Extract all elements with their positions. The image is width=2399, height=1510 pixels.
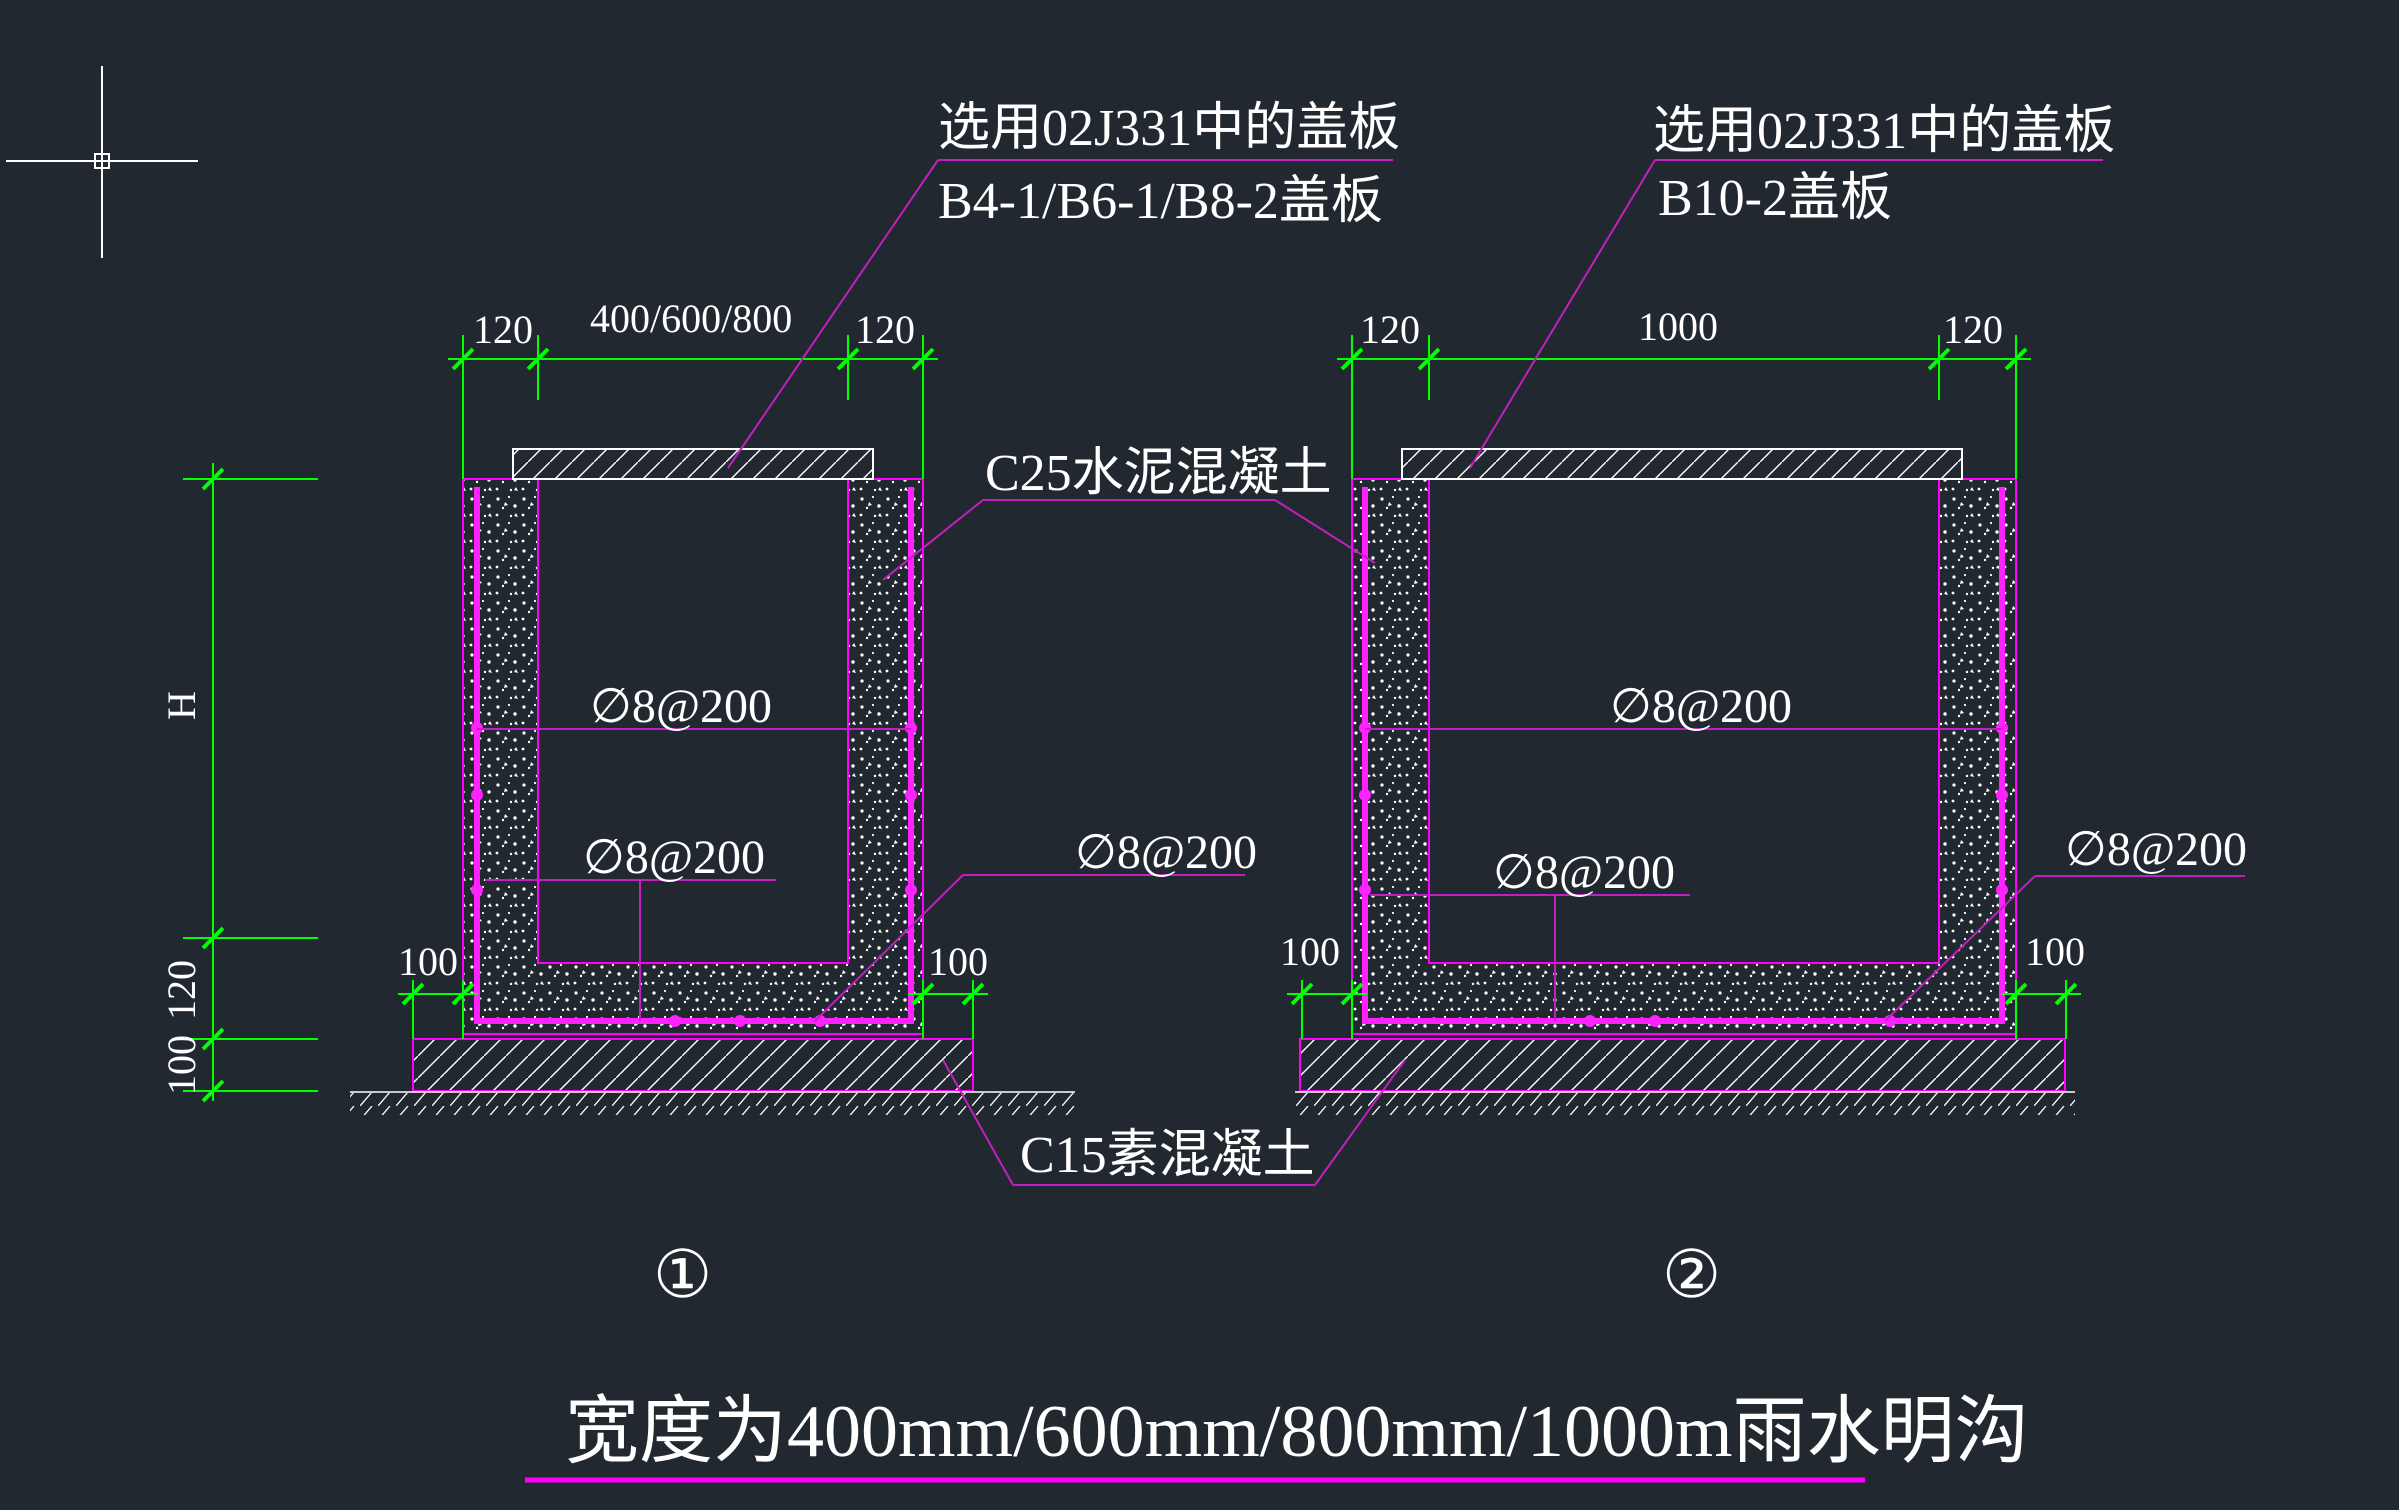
dimension-left-vertical: [183, 463, 318, 1103]
cover-note-right-line1: 选用02J331中的盖板: [1653, 103, 2115, 160]
dim-wall-left-1: 120: [473, 307, 533, 352]
dim-wall-right-1: 120: [855, 307, 915, 352]
crosshair-cursor-icon: [6, 66, 198, 258]
cover-note-left-line1: 选用02J331中的盖板: [938, 100, 1400, 157]
dimension-base-offset-2: [1287, 980, 2081, 1039]
dimension-top-2: [1337, 335, 2031, 479]
cover-note-right-line2: B10-2盖板: [1658, 170, 1892, 227]
dim-width-2: 1000: [1638, 304, 1718, 349]
rebar-cage-1: [474, 487, 914, 1024]
dimension-base-offset-1: [398, 980, 988, 1039]
rebar-label-right: ∅8@200: [2065, 823, 2247, 876]
section-number-2: ②: [1662, 1239, 1721, 1312]
rebar-label-middle: ∅8@200: [1075, 826, 1257, 879]
dim-wall-right-2: 120: [1943, 307, 2003, 352]
dim-width-1: 400/600/800: [590, 296, 792, 341]
concrete-wall-label: C25水泥混凝土: [985, 445, 1332, 502]
dim-bottom-slab: 120: [159, 960, 204, 1020]
section-number-1: ①: [653, 1239, 712, 1312]
rebar-label-1-horizontal: ∅8@200: [590, 680, 772, 733]
rebar-label-2-vertical: ∅8@200: [1493, 846, 1675, 899]
ground-hatch-2: [1295, 1093, 2075, 1115]
cover-plate-2: [1401, 448, 1963, 480]
dim-base-offset-1a: 100: [398, 939, 458, 984]
cover-plate-1: [512, 448, 874, 480]
ground-hatch-1: [350, 1093, 1075, 1115]
c15-base-slab-1: [412, 1038, 974, 1092]
dimension-top-1: [448, 335, 938, 479]
rebar-label-2-horizontal: ∅8@200: [1610, 680, 1792, 733]
dim-wall-left-2: 120: [1360, 307, 1420, 352]
dim-cushion: 100: [159, 1035, 204, 1095]
drawing-title: 宽度为400mm/600mm/800mm/1000m雨水明沟: [565, 1391, 2029, 1473]
dim-base-offset-2a: 100: [1280, 929, 1340, 974]
concrete-channel-2: [1351, 478, 2017, 1035]
concrete-channel-1: [462, 478, 924, 1035]
rebar-label-1-vertical: ∅8@200: [583, 831, 765, 884]
annotation-leaders: [525, 159, 2245, 1483]
cover-note-left-line2: B4-1/B6-1/B8-2盖板: [938, 173, 1383, 230]
c15-base-slab-2: [1299, 1038, 2066, 1092]
dim-height: H: [159, 691, 204, 720]
section-2-drawing: [1287, 335, 2081, 1115]
dim-base-offset-1b: 100: [928, 939, 988, 984]
dim-base-offset-2b: 100: [2025, 929, 2085, 974]
section-1-drawing: [183, 335, 1075, 1115]
concrete-base-label: C15素混凝土: [1020, 1127, 1315, 1184]
rebar-cage-2: [1362, 487, 2005, 1024]
